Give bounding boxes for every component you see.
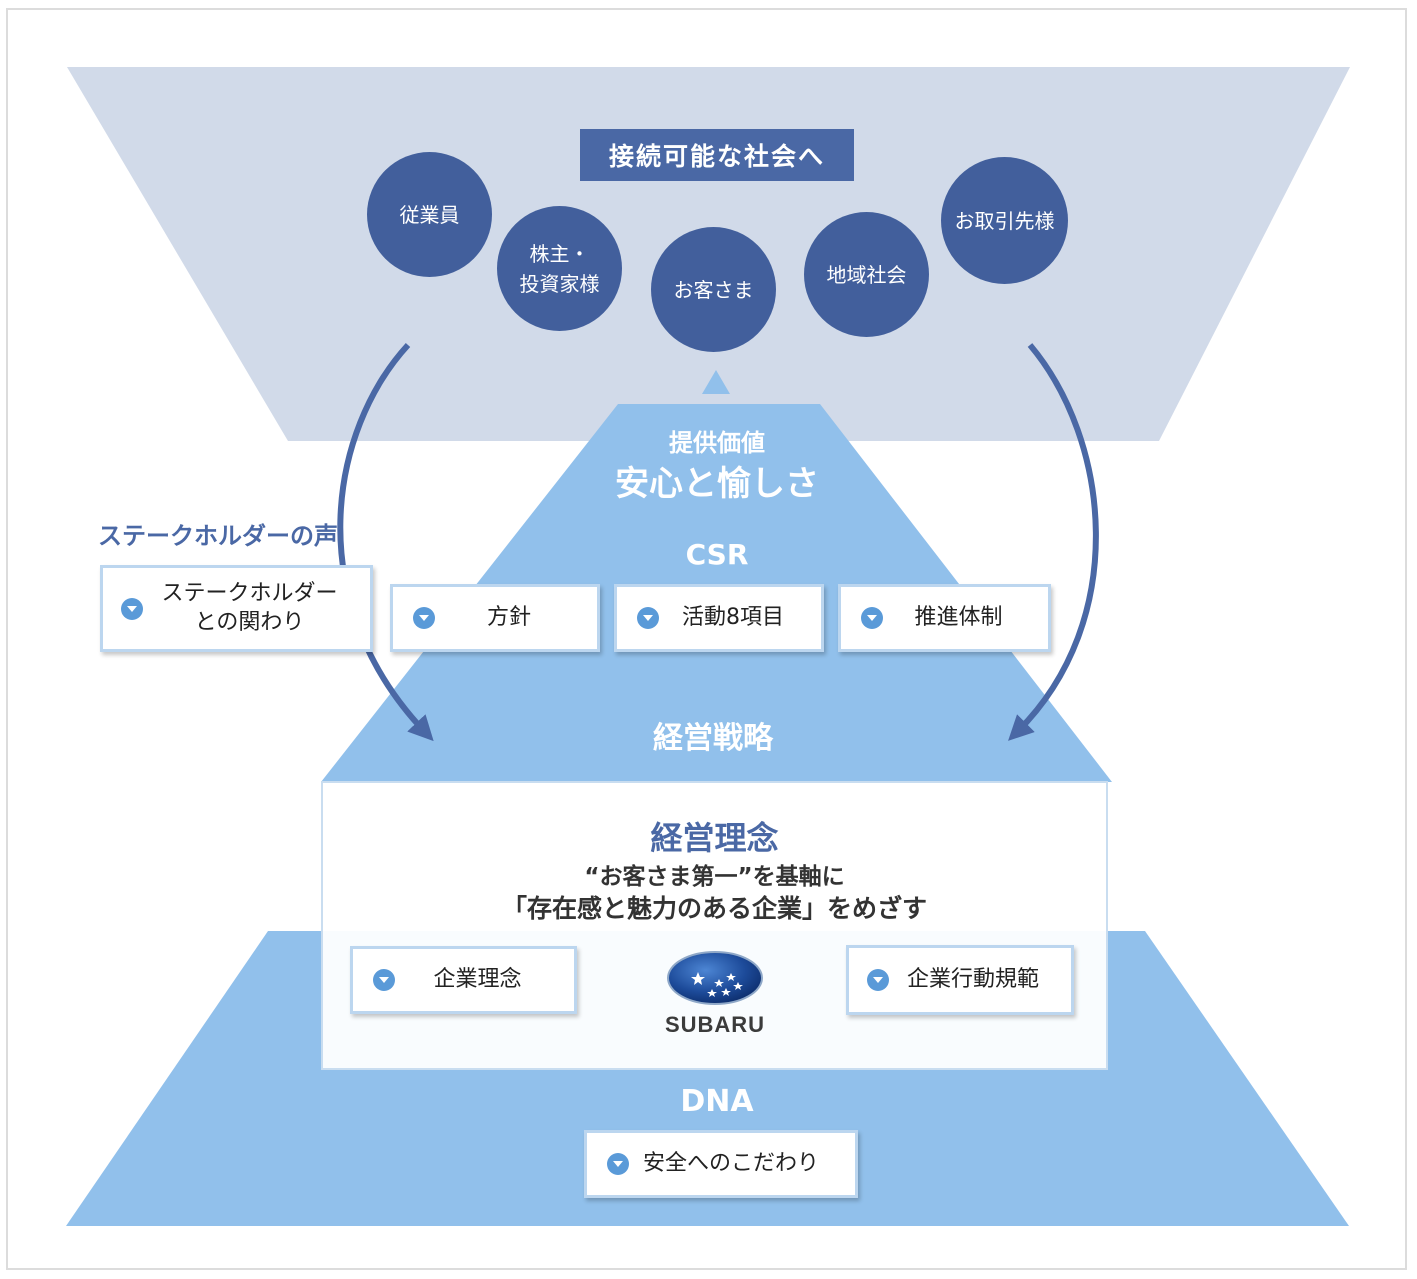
- code-of-conduct-link[interactable]: 企業行動規範: [846, 945, 1074, 1015]
- stakeholder-label: 株主・ 投資家様: [519, 241, 600, 296]
- csr-title: CSR: [685, 538, 749, 571]
- philosophy-line2: 「存在感と魅力のある企業」をめざす: [501, 894, 927, 923]
- chevron-down-icon: [867, 969, 889, 991]
- stakeholder-partners: お取引先様: [941, 157, 1068, 284]
- link-label: 安全へのこだわり: [642, 1150, 819, 1176]
- stakeholder-community: 地域社会: [804, 212, 929, 337]
- stakeholder-label: お取引先様: [954, 208, 1055, 233]
- link-label: 企業理念: [433, 966, 522, 992]
- link-label: 方針: [486, 604, 531, 630]
- chevron-down-icon: [373, 969, 395, 991]
- chevron-down-icon: [413, 607, 435, 629]
- stakeholder-employees: 従業員: [367, 152, 492, 277]
- csr-structure-link[interactable]: 推進体制: [838, 584, 1051, 652]
- csr-activities-link[interactable]: 活動8項目: [614, 584, 824, 652]
- link-label: 推進体制: [914, 604, 1003, 630]
- left-feedback-arrow: [337, 342, 434, 742]
- up-pointer-icon: [702, 370, 730, 394]
- subaru-emblem-icon: [667, 951, 763, 1005]
- stakeholder-relations-link[interactable]: ステークホルダー との関わり: [100, 565, 373, 652]
- dna-title: DNA: [680, 1084, 754, 1119]
- stakeholder-label: お客さま: [673, 277, 754, 302]
- chevron-down-icon: [607, 1153, 629, 1175]
- chevron-down-icon: [637, 607, 659, 629]
- goal-banner: 接続可能な社会へ: [580, 129, 854, 181]
- chevron-down-icon: [121, 597, 143, 620]
- philosophy-title: 経営理念: [650, 819, 779, 857]
- stakeholder-label: 地域社会: [826, 262, 907, 287]
- voice-title: ステークホルダーの声: [98, 522, 338, 550]
- logo-wordmark: SUBARU: [664, 1012, 766, 1037]
- stakeholder-customers: お客さま: [651, 227, 776, 352]
- value-title: 提供価値: [669, 429, 765, 457]
- csr-policy-link[interactable]: 方針: [390, 584, 600, 652]
- chevron-down-icon: [861, 607, 883, 629]
- subaru-logo: SUBARU: [640, 950, 790, 1037]
- philosophy-line1: “お客さま第一”を基軸に: [584, 864, 845, 890]
- safety-commitment-link[interactable]: 安全へのこだわり: [584, 1130, 858, 1198]
- corporate-philosophy-link[interactable]: 企業理念: [350, 946, 577, 1014]
- strategy-title: 経営戦略: [653, 721, 773, 756]
- stakeholder-shareholders: 株主・ 投資家様: [497, 206, 622, 331]
- link-label: 活動8項目: [682, 604, 784, 630]
- link-label: 企業行動規範: [906, 966, 1039, 992]
- philosophy-panel: 経営理念 “お客さま第一”を基軸に 「存在感と魅力のある企業」をめざす: [321, 781, 1108, 1070]
- value-main: 安心と愉しさ: [615, 464, 819, 504]
- diagram-frame: [6, 8, 1407, 1270]
- right-feedback-arrow: [1008, 343, 1099, 741]
- link-label: ステークホルダー との関わり: [161, 580, 338, 635]
- stakeholder-label: 従業員: [399, 202, 460, 227]
